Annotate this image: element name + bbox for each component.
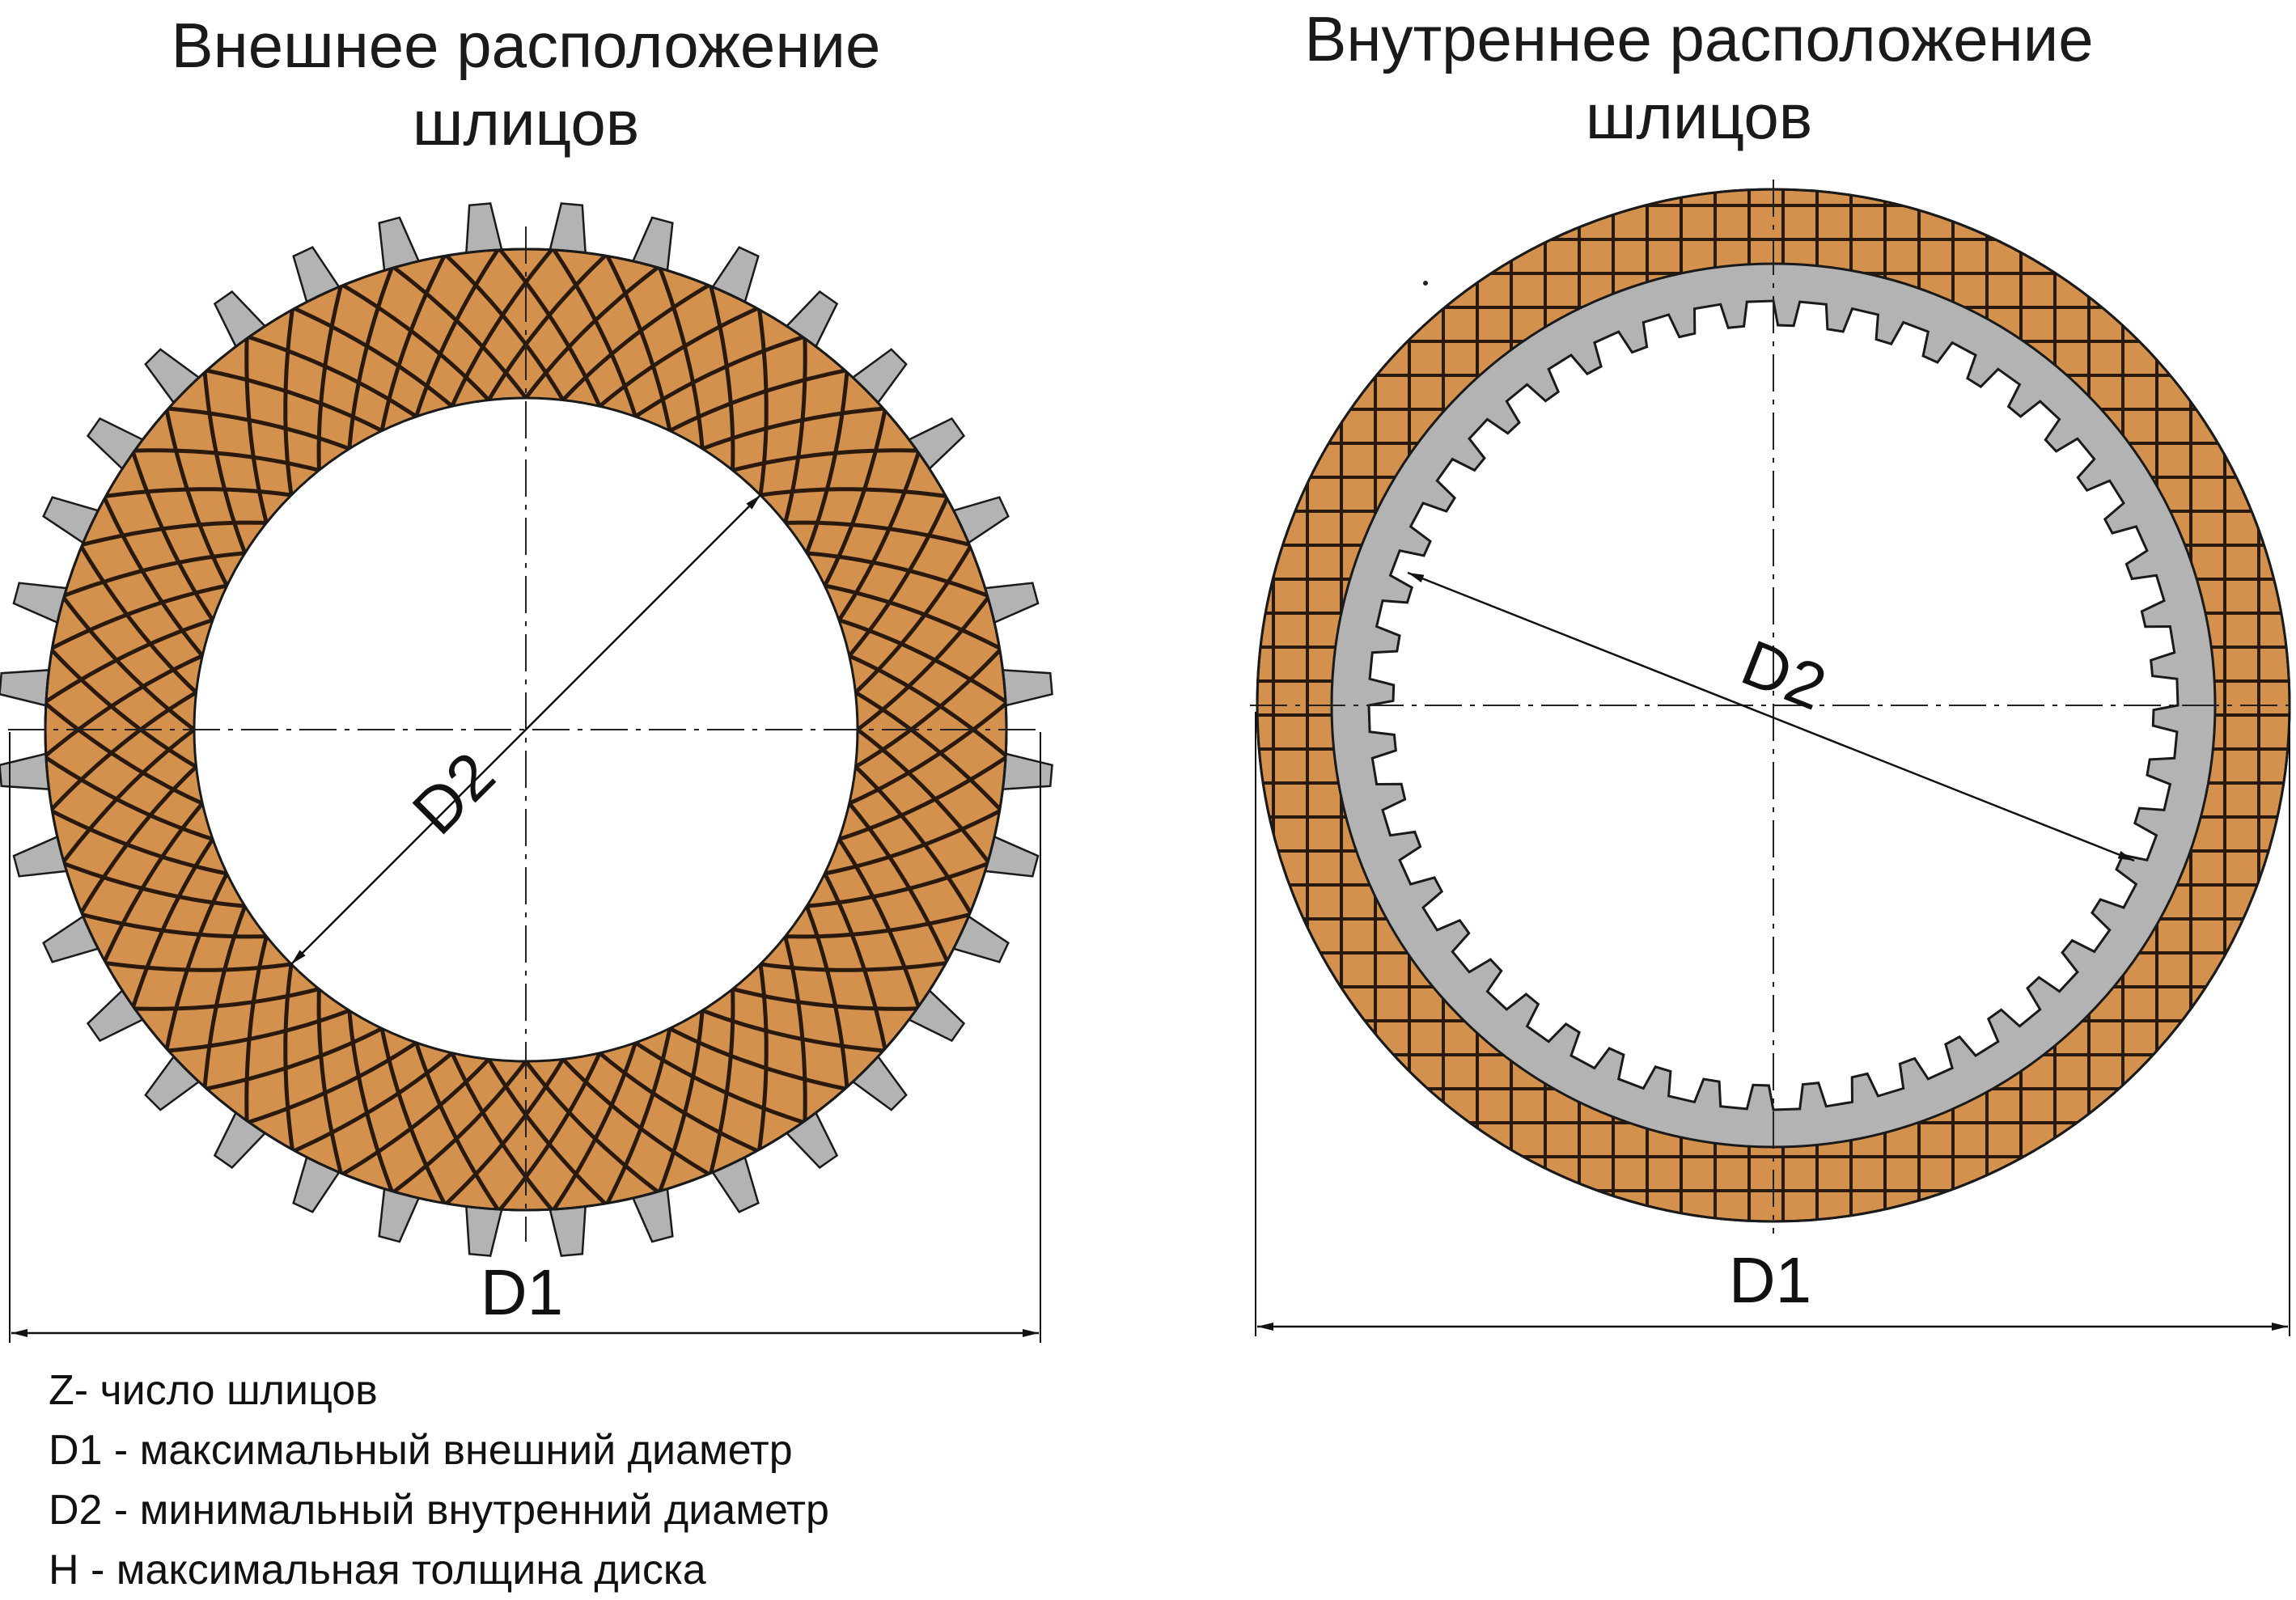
groove-line <box>731 987 917 1011</box>
groove-line <box>806 861 989 908</box>
groove-line <box>837 451 921 621</box>
groove-line <box>283 963 294 1150</box>
stray-dot <box>1423 281 1428 286</box>
right-title-line1: Внутреннее расположение <box>1304 3 2094 74</box>
groove-line <box>61 728 196 863</box>
groove-line <box>498 248 602 408</box>
groove-line <box>854 649 1002 769</box>
groove-line <box>783 338 807 524</box>
groove-line <box>701 1008 884 1053</box>
groove-line <box>445 254 566 401</box>
groove-line <box>824 809 1001 876</box>
groove-line <box>202 905 248 1088</box>
groove-line <box>248 335 417 419</box>
inner-spline-disc: D2 D1 <box>1250 180 2296 1336</box>
legend-item-d2: D2 - минимальный внутренний диаметр <box>49 1487 829 1534</box>
groove-line <box>709 286 735 471</box>
groove-line <box>63 551 246 598</box>
groove-line <box>131 838 215 1008</box>
groove-line <box>414 1042 500 1211</box>
groove-line <box>561 1057 710 1176</box>
groove-line <box>79 765 198 914</box>
groove-line <box>634 1040 804 1124</box>
groove-line <box>392 265 527 400</box>
groove-line <box>838 756 1007 841</box>
right-title-line2: шлицов <box>1585 81 1813 152</box>
groove-line <box>804 371 849 554</box>
groove-line <box>486 1058 607 1205</box>
left-d1-label: D1 <box>481 1256 563 1328</box>
groove-line <box>379 1027 447 1204</box>
groove-line <box>44 654 204 757</box>
groove-line <box>848 702 1007 806</box>
legend-item-z: Z- число шлицов <box>49 1367 378 1414</box>
left-diamond-groove-pattern <box>44 248 1007 1211</box>
groove-line <box>51 583 228 650</box>
groove-line <box>757 309 769 496</box>
groove-line <box>167 406 350 451</box>
right-title: Внутреннее расположение шлицов <box>1270 0 2128 155</box>
groove-line <box>524 1060 659 1194</box>
groove-line <box>760 961 947 972</box>
groove-line <box>856 596 990 731</box>
groove-line <box>44 618 214 704</box>
left-title-line1: Внешнее расположение <box>171 10 881 81</box>
groove-line <box>316 988 343 1174</box>
groove-line <box>598 1051 759 1153</box>
right-d2-dimension-line <box>1407 571 2135 862</box>
groove-line <box>105 487 292 498</box>
groove-line <box>341 283 490 402</box>
groove-line <box>205 368 383 433</box>
legend-item-h: H - максимальная толщина диска <box>49 1547 706 1594</box>
groove-line <box>668 1026 846 1091</box>
right-d1-label: D1 <box>1729 1244 1811 1316</box>
legend-item-d1: D1 - максимальный внешний диаметр <box>49 1427 793 1474</box>
groove-line <box>854 545 972 694</box>
groove-line <box>244 935 269 1121</box>
groove-line <box>293 307 454 408</box>
groove-line <box>847 497 949 658</box>
outer-spline-disc: D2 D1 <box>0 202 1053 1343</box>
groove-line <box>134 448 320 472</box>
groove-line <box>823 409 887 587</box>
groove-line <box>103 802 205 963</box>
groove-line <box>552 248 638 417</box>
groove-line <box>82 520 267 547</box>
groove-line <box>658 267 705 450</box>
left-title-line2: шлицов <box>412 87 640 159</box>
groove-line <box>450 1052 553 1211</box>
groove-line <box>164 872 229 1050</box>
groove-line <box>605 255 672 432</box>
groove-line <box>347 1010 394 1192</box>
groove-line <box>50 690 197 811</box>
left-title: Внешнее расположение шлицов <box>121 6 930 162</box>
groove-line <box>785 912 970 939</box>
legend: Z- число шлицов D1 - максимальный внешни… <box>49 1361 829 1600</box>
left-d2-dimension-line <box>290 494 761 965</box>
